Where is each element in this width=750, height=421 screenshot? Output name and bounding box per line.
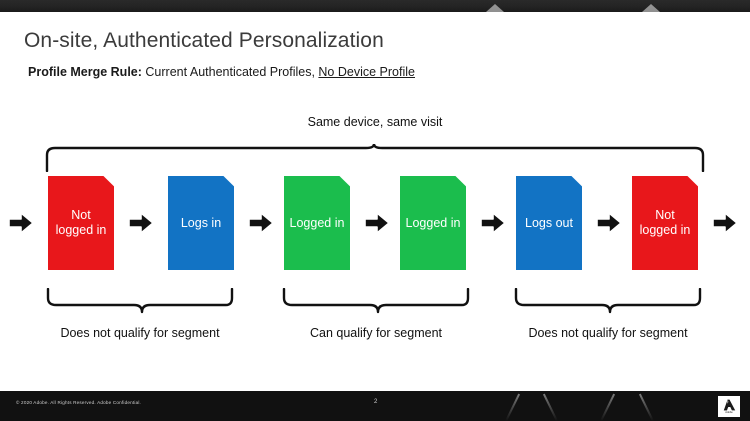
- flow-node-label: Logged in: [405, 215, 461, 230]
- flow-node: Not logged in: [632, 176, 698, 270]
- right-arrow-icon: [596, 211, 622, 235]
- group-label: Does not qualify for segment: [528, 326, 688, 340]
- group-bracket: [514, 287, 702, 314]
- flow-diagram: Not logged in Logs in Logged in Logged i…: [0, 12, 750, 391]
- flow-node-label: Logged in: [289, 215, 345, 230]
- profile-merge-rule-emphasis: No Device Profile: [318, 65, 415, 79]
- player-top-bar: [0, 0, 750, 12]
- decorative-streak: [600, 393, 616, 421]
- profile-merge-rule-label: Profile Merge Rule:: [28, 65, 142, 79]
- triangle-marker-icon: [642, 4, 660, 12]
- adobe-logo: Adobe: [718, 396, 740, 417]
- player-bottom-bar: © 2020 Adobe. All Rights Reserved. Adobe…: [0, 391, 750, 421]
- flow-node: Logged in: [400, 176, 466, 270]
- right-arrow-icon: [364, 211, 390, 235]
- group-bracket: [282, 287, 470, 314]
- decorative-streak: [505, 393, 521, 421]
- group-label: Can qualify for segment: [309, 326, 442, 340]
- decorative-streak: [542, 393, 558, 421]
- top-bracket-label: Same device, same visit: [307, 115, 443, 129]
- flow-node: Logs in: [168, 176, 234, 270]
- page-title: On-site, Authenticated Personalization: [24, 29, 384, 52]
- flow-node-label: Logs out: [525, 215, 573, 230]
- right-arrow-icon: [8, 211, 34, 235]
- page-number: 2: [374, 399, 378, 405]
- group-bracket: [46, 287, 234, 314]
- flow-node: Logged in: [284, 176, 350, 270]
- group-label: Does not qualify for segment: [60, 326, 220, 340]
- right-arrow-icon: [248, 211, 274, 235]
- triangle-marker-icon: [486, 4, 504, 12]
- slide-canvas: On-site, Authenticated Personalization P…: [0, 12, 750, 391]
- right-arrow-icon: [128, 211, 154, 235]
- flow-node-label: Logs in: [180, 215, 222, 230]
- adobe-a-icon: [723, 399, 735, 411]
- copyright-text: © 2020 Adobe. All Rights Reserved. Adobe…: [16, 400, 142, 405]
- flow-node: Not logged in: [48, 176, 114, 270]
- right-arrow-icon: [712, 211, 738, 235]
- adobe-wordmark: Adobe: [725, 411, 733, 415]
- right-arrow-icon: [480, 211, 506, 235]
- decorative-streak: [638, 393, 654, 421]
- profile-merge-rule-line: Profile Merge Rule: Current Authenticate…: [28, 65, 415, 79]
- flow-node-label: Not logged in: [55, 208, 107, 237]
- profile-merge-rule-value: Current Authenticated Profiles,: [141, 65, 319, 79]
- flow-node: Logs out: [516, 176, 582, 270]
- flow-node-label: Not logged in: [639, 208, 691, 237]
